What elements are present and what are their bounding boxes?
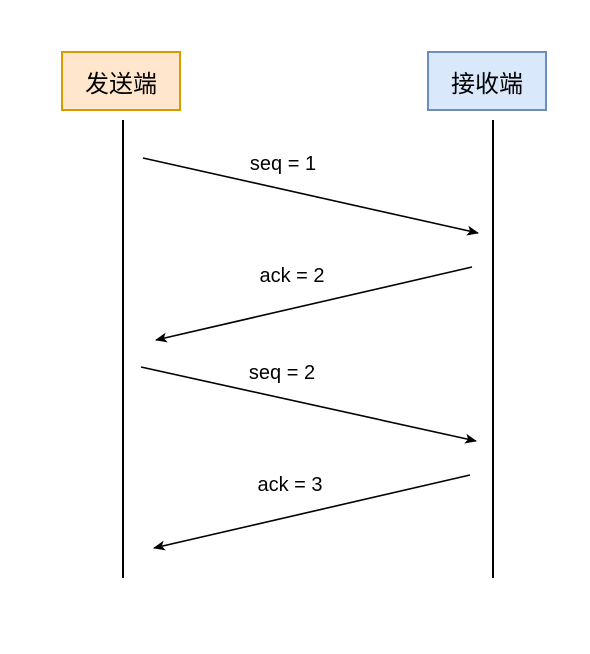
message-arrow-ack-2: [155, 266, 473, 343]
message-arrow-seq-2: [140, 366, 477, 444]
message-label-seq-1: seq = 1: [249, 153, 317, 175]
message-label-seq-2: seq = 2: [248, 362, 316, 384]
sender-node: 发送端: [61, 51, 181, 111]
receiver-label: 接收端: [451, 69, 523, 98]
message-arrow-ack-3: [153, 474, 471, 551]
receiver-node: 接收端: [427, 51, 547, 111]
message-label-ack-3: ack = 3: [257, 474, 323, 496]
message-label-ack-2: ack = 2: [259, 265, 325, 287]
sender-label: 发送端: [85, 69, 157, 98]
message-arrow-seq-1: [142, 157, 479, 236]
